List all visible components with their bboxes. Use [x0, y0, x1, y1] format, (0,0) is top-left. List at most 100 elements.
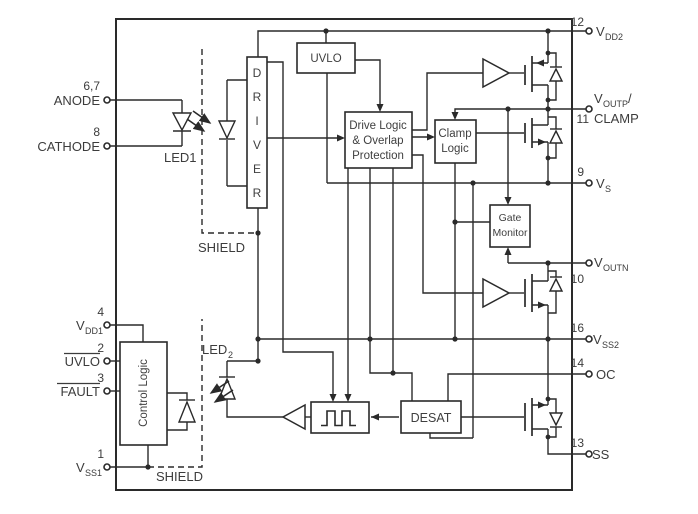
pin-label-cathode: CATHODE — [37, 139, 100, 154]
pin-cathode — [103, 142, 111, 150]
pin-label-vdd1-sub: DD1 — [85, 326, 103, 336]
desat-block — [400, 400, 462, 434]
voutn-bodydiode — [548, 277, 564, 292]
arrow-clamp-top — [451, 112, 459, 120]
pin-number: 9 — [577, 165, 584, 179]
pin-number: 2 — [97, 341, 104, 355]
pin-label-voutp-sub: OUTP — [603, 99, 628, 109]
gate-monitor-label-2: Monitor — [492, 227, 528, 239]
pin-vs — [585, 179, 593, 187]
pin-label-oc: OC — [596, 367, 616, 382]
wire-pmos-diode-branch — [548, 52, 557, 101]
arrow-pulse-input-a — [329, 394, 337, 402]
pin-number: 16 — [571, 321, 585, 335]
driver-letter: R — [253, 90, 262, 104]
arrow-uvlo-down — [376, 104, 384, 112]
wire-vdd2-rail — [257, 30, 586, 57]
wire-photodiode2 — [167, 392, 188, 431]
drive-logic-block — [344, 111, 413, 169]
shield-line-top — [201, 49, 256, 234]
desat-label: DESAT — [411, 411, 452, 425]
led1-label: LED1 — [164, 150, 197, 165]
ss-bodydiode — [548, 412, 564, 427]
pin-label-vss1-sub: SS1 — [85, 468, 102, 478]
wire-lower-buffer-input — [412, 154, 483, 294]
blocks — [119, 42, 531, 446]
gate-monitor-block — [489, 204, 531, 248]
pin-anode — [103, 96, 111, 104]
drive-logic-label-1: Drive Logic — [349, 120, 407, 132]
wire-photodiode1 — [226, 79, 247, 187]
pin-voutp-clamp — [585, 105, 593, 113]
pin-ss — [585, 450, 593, 458]
wire-uvlo-to-drive-logic — [355, 59, 381, 110]
pin-label-clamp: CLAMP — [594, 111, 639, 126]
arrow-gate-monitor-top — [504, 197, 512, 205]
led2-label-sub: 2 — [228, 350, 233, 360]
pin-label-vs-sub: S — [605, 184, 611, 194]
arrow-gate-monitor-bottom — [504, 247, 512, 255]
led1-diode — [171, 112, 193, 132]
pin-number: 13 — [571, 436, 585, 450]
pin-oc — [585, 370, 593, 378]
pin-voutn — [585, 259, 593, 267]
wire-drivelogic-to-desat — [369, 168, 413, 401]
wire-oc-line — [447, 373, 586, 401]
pin-vss2 — [585, 335, 593, 343]
wire-voutn-nmos — [532, 263, 549, 339]
wires — [110, 30, 586, 468]
shield-bottom-label: SHIELD — [156, 469, 203, 484]
pmos-bodydiode — [548, 67, 564, 82]
pin-label-uvlo: UVLO — [65, 354, 100, 369]
led1-light-arrow-2 — [186, 118, 206, 132]
gate-monitor-label-1: Gate — [499, 212, 522, 224]
junction-dots — [145, 28, 551, 470]
pin-number: 14 — [571, 356, 585, 370]
double-pulse-waveform-icon — [321, 410, 356, 427]
wire-desat-bottom — [429, 433, 473, 439]
arrow-desat-output — [371, 413, 379, 421]
pin-label-anode: ANODE — [54, 93, 101, 108]
upper-gate-buffer — [482, 57, 511, 89]
wire-vss1 — [110, 445, 149, 468]
clamp-logic-label-2: Logic — [441, 143, 469, 155]
pin-number: 6,7 — [83, 79, 100, 93]
wire-ss-diode-branch — [548, 398, 557, 438]
pin-vdd1 — [103, 321, 111, 329]
clamp-source-arrow — [538, 138, 546, 146]
arrowheads — [329, 59, 546, 421]
pin-label-voutp-slash: / — [628, 91, 632, 106]
driver-letter: E — [253, 162, 261, 176]
shield-line-bottom — [148, 319, 203, 468]
ic-package-outline — [115, 18, 573, 491]
wire-clamp-diode-branch — [548, 116, 557, 159]
uvlo-block — [296, 42, 356, 74]
drive-logic-label-2: & Overlap — [352, 135, 403, 147]
driver-letter: V — [253, 138, 261, 152]
buffers — [281, 57, 511, 431]
shield-top-label: SHIELD — [198, 240, 245, 255]
led2-light-arrow-1 — [209, 380, 230, 394]
pin-number: 1 — [97, 447, 104, 461]
pin-number: 3 — [97, 371, 104, 385]
pin-number: 4 — [97, 305, 104, 319]
driver-letter: I — [255, 114, 258, 128]
driver-block — [246, 56, 268, 209]
led2-light-arrow-2 — [213, 389, 234, 403]
pin-label-vdd2-sub: DD2 — [605, 32, 623, 42]
clamp-bodydiode — [548, 129, 564, 144]
lower-gate-buffer — [482, 277, 511, 309]
wire-led2-loop — [226, 361, 283, 418]
pin-terminals — [103, 27, 593, 471]
control-logic-block — [119, 341, 168, 446]
voutn-source-arrow — [538, 301, 546, 309]
uvlo-label: UVLO — [310, 53, 341, 65]
photodiode1 — [217, 120, 237, 140]
driver-letter: R — [253, 186, 262, 200]
pin-vdd2 — [585, 27, 593, 35]
wire-voutn-diode-branch — [548, 270, 557, 314]
pmos-source-arrow — [536, 59, 544, 67]
wire-vdd1 — [110, 324, 144, 342]
control-logic-label: Control Logic — [138, 359, 150, 427]
pin-number: 8 — [93, 125, 100, 139]
